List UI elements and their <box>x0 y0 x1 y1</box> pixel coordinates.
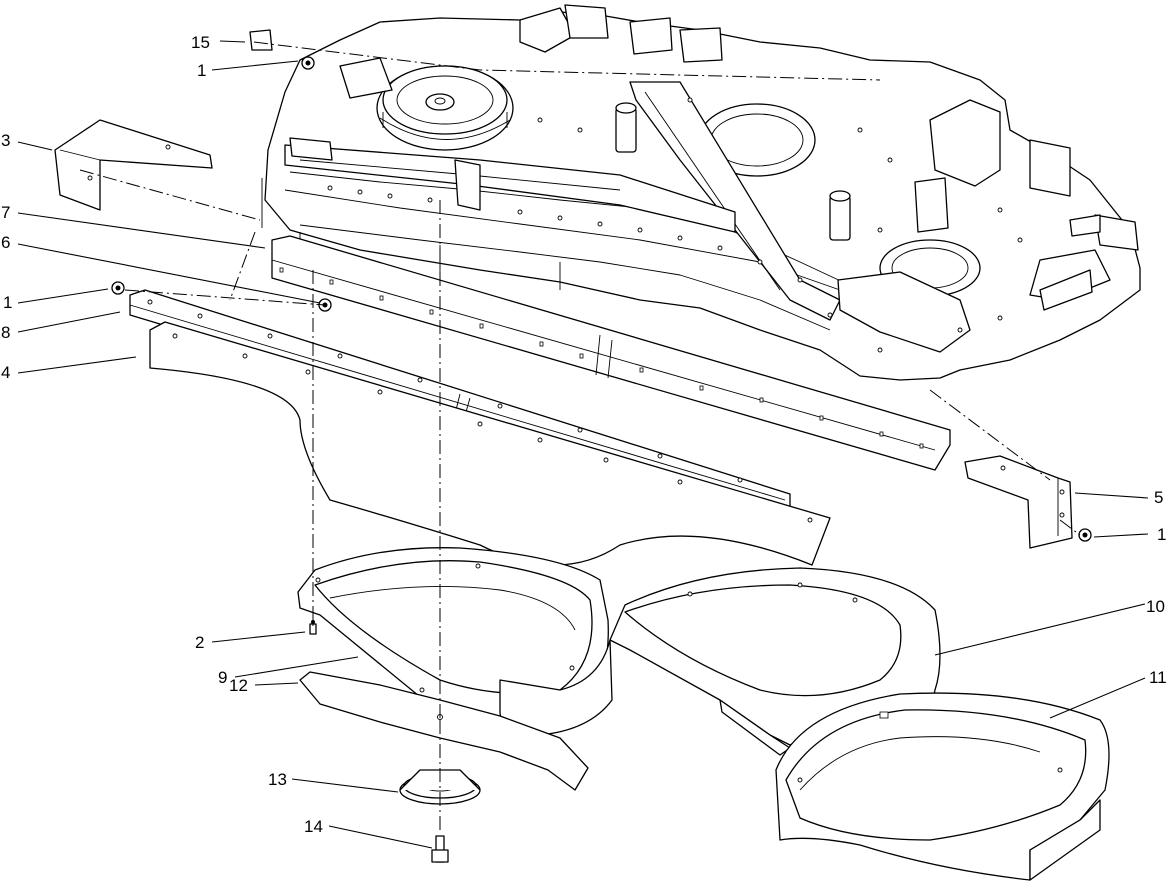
callout-4: 4 <box>1 363 10 382</box>
part-7-rear-strip <box>271 235 951 471</box>
callout-11: 11 <box>1149 668 1167 687</box>
callout-5: 5 <box>1154 488 1163 507</box>
part-11-blade-ring <box>775 692 1110 881</box>
callout-2: 2 <box>195 633 204 652</box>
part-9-blade-ring <box>297 547 613 736</box>
part-15-decal <box>249 29 273 51</box>
leader-lines <box>17 40 1149 849</box>
part-1-nut-left <box>111 281 125 295</box>
callout-13: 13 <box>268 770 287 789</box>
callout-15: 15 <box>191 33 210 52</box>
part-2-bolt <box>309 620 317 635</box>
part-1-nut-right <box>1078 528 1092 542</box>
callout-9: 9 <box>218 668 227 687</box>
callout-7: 7 <box>1 203 10 222</box>
callout-3: 3 <box>1 131 10 150</box>
callout-labels: 15 1 3 7 6 1 8 4 5 1 10 2 9 11 12 13 14 <box>1 33 1167 836</box>
callout-12: 12 <box>229 676 248 695</box>
part-14-bolt <box>431 835 449 863</box>
mower-deck <box>261 4 1141 381</box>
part-4-front-baffle <box>149 321 831 566</box>
part-12-blade <box>299 671 589 791</box>
callout-8: 8 <box>1 323 10 342</box>
callout-1-right: 1 <box>1157 525 1166 544</box>
part-10-blade-ring <box>609 567 941 756</box>
part-1-nut-top <box>301 56 315 70</box>
alignment-lines <box>79 41 1081 830</box>
callout-10: 10 <box>1146 597 1165 616</box>
part-5-baffle <box>964 455 1073 549</box>
callout-14: 14 <box>304 817 323 836</box>
part-3-baffle <box>54 119 213 211</box>
callout-1-left: 1 <box>3 293 12 312</box>
callout-6: 6 <box>1 233 10 252</box>
deck-holes <box>327 97 1023 353</box>
callout-1-top: 1 <box>197 61 206 80</box>
